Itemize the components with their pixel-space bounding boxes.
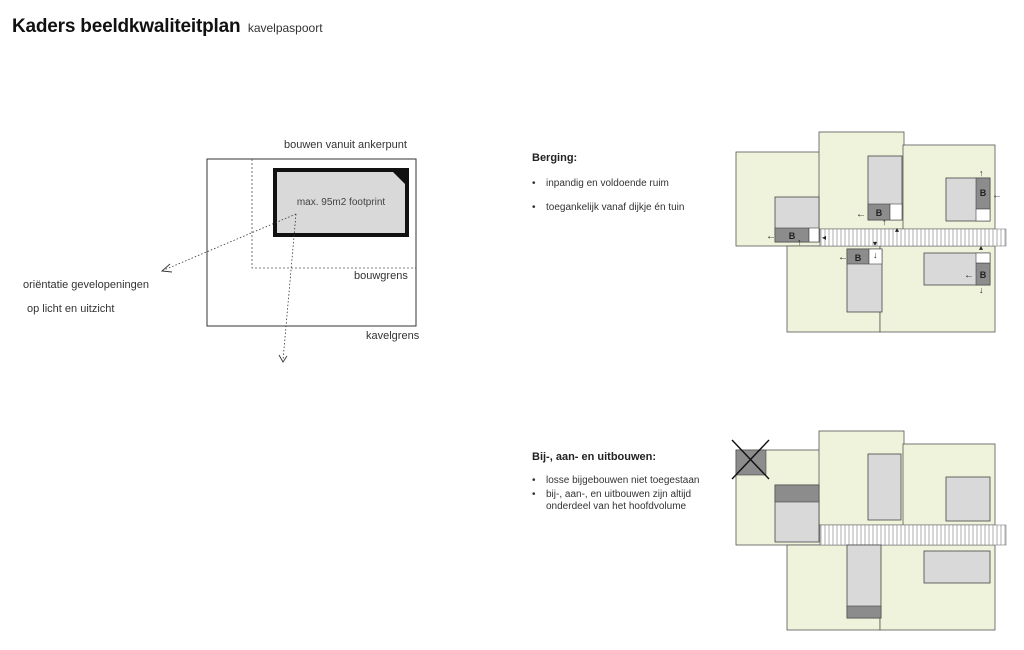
bouwgrens-label: bouwgrens (354, 270, 408, 282)
arrow-left-icon: ← (964, 270, 974, 281)
orientation-label-line2: op licht en uitzicht (27, 303, 115, 315)
bijbouwen-site-plan (731, 430, 1007, 631)
list-item: inpandig en voldoende ruim (532, 178, 722, 190)
orientation-line-left (163, 213, 297, 271)
anchor-point-icon (391, 170, 409, 188)
kavelgrens-outline (206, 158, 417, 327)
arrow-up-icon: ↑ (979, 168, 984, 178)
footprint-label: max. 95m2 footprint (297, 197, 386, 208)
kavelgrens-label: kavelgrens (366, 330, 420, 342)
anchor-label: bouwen vanuit ankerpunt (284, 139, 407, 151)
bijbouwen-heading: Bij-, aan- en uitbouwen: (532, 451, 657, 463)
arrow-up-icon: ▴ (895, 225, 899, 234)
berging-section: Berging: inpandig en voldoende ruim toeg… (532, 152, 722, 214)
annex-block (774, 484, 820, 503)
storage-label: B (980, 188, 987, 198)
bijbouwen-list: losse bijgebouwen niet toegestaan bij-, … (532, 475, 722, 513)
bouwgrens-outline (251, 159, 416, 269)
arrow-left-icon: ← (856, 209, 866, 220)
page-title: Kaders beeldkwaliteitplan (12, 16, 241, 37)
arrow-up-icon: ▴ (979, 243, 983, 252)
berging-heading: Berging: (532, 152, 578, 164)
arrow-up-icon: ↑ (882, 217, 887, 227)
arrow-down-icon: ↓ (979, 285, 984, 295)
arrow-right-icon: ← (992, 190, 1002, 201)
storage-label: B (876, 208, 883, 218)
building (867, 453, 902, 521)
arrow-left-icon: ← (766, 231, 776, 242)
berging-site-plan: B ← ↑ B ← ↑ ▴ B ↑ ← B ← ↓ ▾ B ← ↓ ▴ ◂ (735, 131, 1007, 333)
building (945, 476, 991, 522)
list-item: toegankelijk vanaf dijkje én tuin (532, 202, 722, 214)
arrow-down-icon (278, 354, 288, 363)
storage-door (808, 227, 820, 243)
plot-diagram: max. 95m2 footprint (160, 158, 417, 363)
building (923, 550, 991, 584)
arrow-up-icon: ↑ (797, 237, 802, 247)
arrow-left-icon: ← (838, 252, 848, 263)
list-item: losse bijgebouwen niet toegestaan (532, 475, 722, 487)
arrow-left-icon (160, 263, 173, 273)
storage-label: B (855, 253, 862, 263)
storage-door (868, 248, 883, 265)
orientation-label-line1: oriëntatie gevelopeningen (23, 279, 149, 291)
page-header: Kaders beeldkwaliteitplan kavelpaspoort (12, 16, 323, 38)
storage-label: B (980, 270, 987, 280)
storage-label: B (789, 231, 796, 241)
footprint-block (273, 168, 409, 237)
arrow-down-icon: ↓ (873, 250, 878, 260)
bijbouwen-section: Bij-, aan- en uitbouwen: losse bijgebouw… (532, 451, 722, 513)
berging-list: inpandig en voldoende ruim toegankelijk … (532, 178, 722, 214)
dijkje-path (819, 524, 1007, 546)
list-item: bij-, aan-, en uitbouwen zijn altijd ond… (532, 489, 722, 513)
cross-icon (731, 439, 770, 480)
dijkje-path (819, 228, 1007, 247)
storage-door (889, 203, 903, 221)
arrow-left-icon: ◂ (822, 233, 826, 242)
storage-door (975, 252, 991, 264)
annex-block (846, 605, 882, 619)
page-subtitle: kavelpaspoort (247, 21, 323, 35)
arrow-down-icon: ▾ (873, 239, 877, 248)
storage-door (975, 208, 991, 222)
